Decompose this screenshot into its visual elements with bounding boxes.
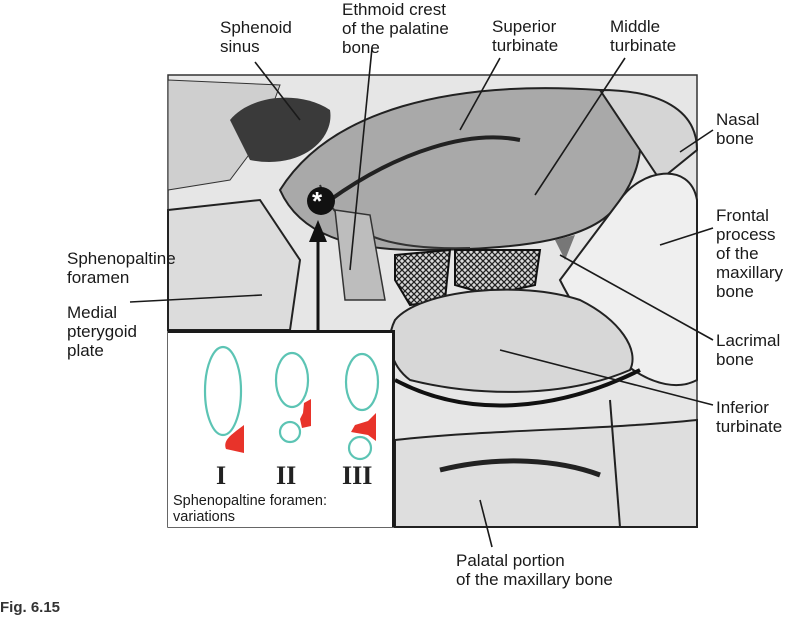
variation-label-iii: III bbox=[342, 461, 373, 490]
variation-ii-lower-outline bbox=[278, 420, 302, 444]
variation-iii-highlight bbox=[351, 413, 376, 441]
variation-ii-upper-outline bbox=[274, 351, 310, 409]
foramen-variation-diagrams bbox=[203, 345, 380, 461]
variation-iii-upper-outline bbox=[344, 352, 380, 412]
variation-i-highlight bbox=[225, 425, 244, 453]
foramen-variations-inset: I II III Sphenopaltine foramen:variation… bbox=[168, 330, 395, 527]
variation-i-outline bbox=[203, 345, 243, 437]
variation-label-i: I bbox=[216, 461, 227, 490]
figure-label: Fig. 6.15 bbox=[0, 599, 61, 616]
marker-asterisk: * bbox=[312, 186, 323, 216]
variation-iii-lower-outline bbox=[347, 435, 373, 461]
variation-label-ii: II bbox=[276, 461, 297, 490]
variation-ii-highlight bbox=[300, 399, 311, 428]
inset-caption: Sphenopaltine foramen:variations bbox=[173, 493, 327, 525]
